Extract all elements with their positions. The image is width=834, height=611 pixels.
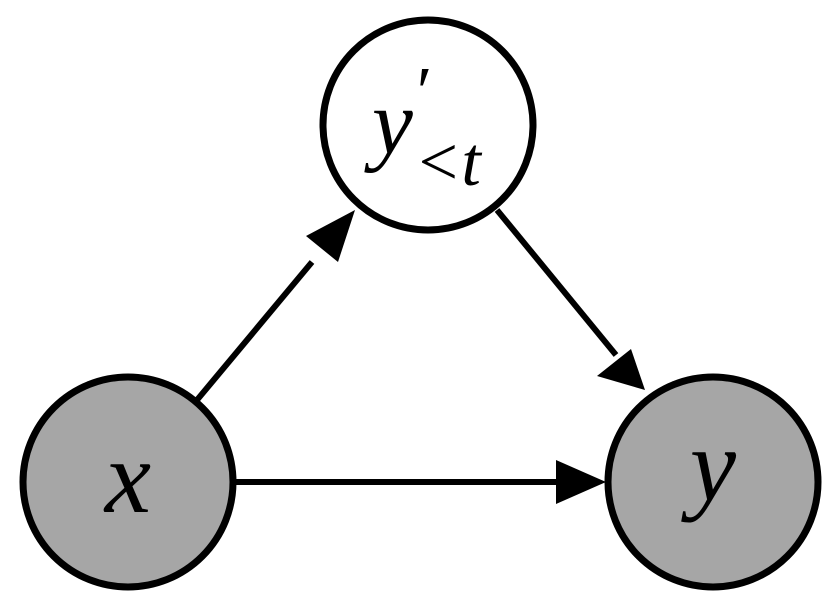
node-y-prev-prime: ′ bbox=[417, 54, 432, 131]
edges bbox=[194, 208, 645, 504]
node-y-prev-subscript: <t bbox=[414, 124, 482, 201]
node-y-prev-circle bbox=[319, 16, 537, 234]
node-y-prev: y′<t bbox=[319, 16, 537, 234]
node-x: x bbox=[19, 373, 237, 591]
node-x-circle bbox=[19, 373, 237, 591]
node-y-prev-base: y bbox=[364, 71, 413, 173]
arrowhead-x-to-y bbox=[556, 460, 606, 504]
node-x-label: x bbox=[103, 420, 151, 535]
node-y-circle bbox=[604, 373, 822, 591]
edge-x-to-y-prev bbox=[194, 260, 315, 402]
node-y-label: y bbox=[681, 408, 737, 523]
node-y: y bbox=[604, 373, 822, 591]
arrowhead-y-prev-to-y bbox=[597, 349, 645, 390]
edge-y-prev-to-y bbox=[494, 208, 619, 357]
node-y-prev-label: y′<t bbox=[364, 54, 482, 201]
arrowhead-x-to-y-prev bbox=[306, 210, 355, 262]
